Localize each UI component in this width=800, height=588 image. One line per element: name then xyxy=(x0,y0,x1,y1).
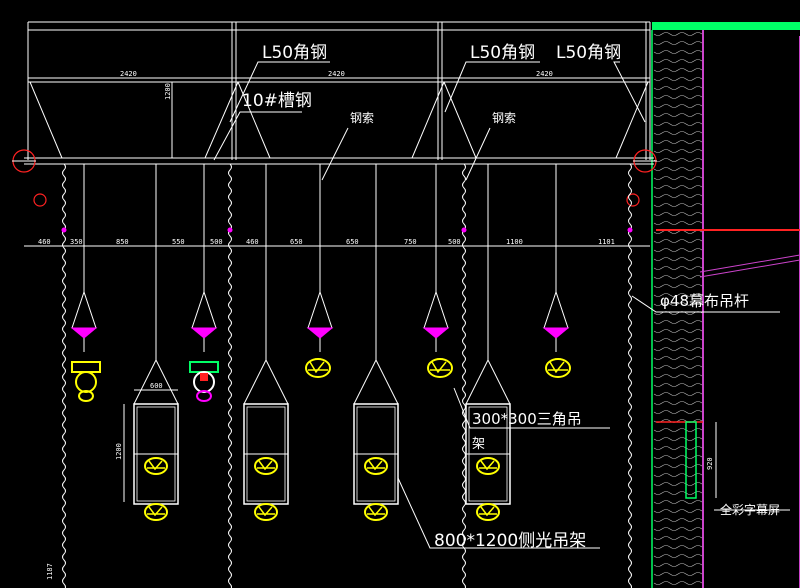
truss-light-detail-3-0 xyxy=(479,460,497,471)
dim-row-8: 750 xyxy=(404,238,417,246)
moving-head-foot-0 xyxy=(78,390,94,402)
label-l50-b: L50角钢 xyxy=(470,43,535,63)
truss-sling-2 xyxy=(353,358,399,405)
curtain-rope-2 xyxy=(462,163,466,588)
spotlight-body-4 xyxy=(545,358,571,378)
curtain-rope-3 xyxy=(628,163,632,588)
led-screen xyxy=(685,421,697,499)
clamp-triangle-0 xyxy=(71,290,97,329)
moving-head-foot-1 xyxy=(196,390,212,402)
dim-row-3: 550 xyxy=(172,238,185,246)
curtain-rope-1 xyxy=(228,163,232,588)
truss-light-3-1 xyxy=(476,503,500,521)
truss-light-detail-3-1 xyxy=(479,506,497,517)
roof-structure xyxy=(24,21,654,165)
truss-light-detail-0-0 xyxy=(147,460,165,471)
row-dimension-texts: 460 350 850 550 500 460 650 650 750 500 1100 1101 xyxy=(38,238,615,246)
clamp-magenta-2 xyxy=(306,327,334,339)
dim-row-11: 1101 xyxy=(598,238,615,246)
moving-head-base-1 xyxy=(189,361,219,373)
spotlight-detail-2 xyxy=(308,361,328,374)
rope-hook-0 xyxy=(61,227,67,233)
dim-truss-width: 600 xyxy=(150,382,163,390)
truss-light-detail-1-0 xyxy=(257,460,275,471)
clamp-triangle-4 xyxy=(543,290,569,329)
spotlight-detail-3 xyxy=(430,361,450,374)
label-tri-truss: 300*300三角吊 xyxy=(472,410,582,428)
label-l50-c: L50角钢 xyxy=(556,43,621,63)
truss-light-2-0 xyxy=(364,457,388,475)
dim-row-0: 460 xyxy=(38,238,51,246)
dim-top-2: 2420 xyxy=(328,70,345,78)
clamp-magenta-4 xyxy=(542,327,570,339)
green-wall-top xyxy=(652,22,800,30)
dim-row-5: 460 xyxy=(246,238,259,246)
label-tri-truss-2: 架 xyxy=(472,437,485,452)
truss-light-detail-2-0 xyxy=(367,460,385,471)
label-cable-a: 钢索 xyxy=(350,111,374,125)
dim-row-4: 500 xyxy=(210,238,223,246)
label-channel: 10#槽钢 xyxy=(242,91,312,111)
truss-light-detail-2-1 xyxy=(367,506,385,517)
magenta-slope-1 xyxy=(699,254,800,273)
truss-sling-0 xyxy=(133,358,179,405)
label-cable-b: 钢索 xyxy=(492,111,516,125)
clamp-triangle-3 xyxy=(423,290,449,329)
truss-light-detail-1-1 xyxy=(257,506,275,517)
moving-head-lens-1 xyxy=(200,373,208,381)
spotlight-body-2 xyxy=(305,358,331,378)
clamp-magenta-0 xyxy=(70,327,98,339)
moving-head-base-0 xyxy=(71,361,101,373)
dim-top-3: 2420 xyxy=(536,70,553,78)
dim-row-9: 500 xyxy=(448,238,461,246)
wall-hatch xyxy=(652,28,703,588)
dim-row-2: 850 xyxy=(116,238,129,246)
truss-light-0-0 xyxy=(144,457,168,475)
rope-hook-3 xyxy=(627,227,633,233)
dim-row-6: 650 xyxy=(290,238,303,246)
moving-head-body-0 xyxy=(75,371,97,393)
clamp-triangle-2 xyxy=(307,290,333,329)
dim-screen: 920 xyxy=(706,457,714,470)
label-l50-a: L50角钢 xyxy=(262,43,327,63)
clamp-magenta-1 xyxy=(190,327,218,339)
truss-light-2-1 xyxy=(364,503,388,521)
label-side-truss: 800*1200侧光吊架 xyxy=(434,531,586,551)
dim-bottom-left: 1187 xyxy=(46,563,54,580)
truss-light-3-0 xyxy=(476,457,500,475)
curtain-rope-0 xyxy=(62,163,66,588)
clamp-triangle-1 xyxy=(191,290,217,329)
label-screen: 全彩字幕屏 xyxy=(720,502,780,517)
dim-row-10: 1100 xyxy=(506,238,523,246)
dim-vertical-top: 1200 xyxy=(164,83,172,100)
truss-sling-3 xyxy=(465,358,511,405)
rope-hook-2 xyxy=(461,227,467,233)
truss-sling-1 xyxy=(243,358,289,405)
spotlight-body-3 xyxy=(427,358,453,378)
label-pipe: φ48幕布吊杆 xyxy=(660,292,749,310)
truss-light-1-1 xyxy=(254,503,278,521)
magenta-slope-2 xyxy=(699,259,800,278)
dim-top-1: 2420 xyxy=(120,70,137,78)
truss-light-detail-0-1 xyxy=(147,506,165,517)
rope-hook-1 xyxy=(227,227,233,233)
dim-row-1: 350 xyxy=(70,238,83,246)
dim-truss-height: 1200 xyxy=(115,443,123,460)
truss-light-0-1 xyxy=(144,503,168,521)
rigging-elements xyxy=(61,163,633,588)
dim-row-7: 650 xyxy=(346,238,359,246)
leader-lines xyxy=(213,61,790,549)
truss-light-1-0 xyxy=(254,457,278,475)
clamp-magenta-3 xyxy=(422,327,450,339)
spotlight-detail-4 xyxy=(548,361,568,374)
